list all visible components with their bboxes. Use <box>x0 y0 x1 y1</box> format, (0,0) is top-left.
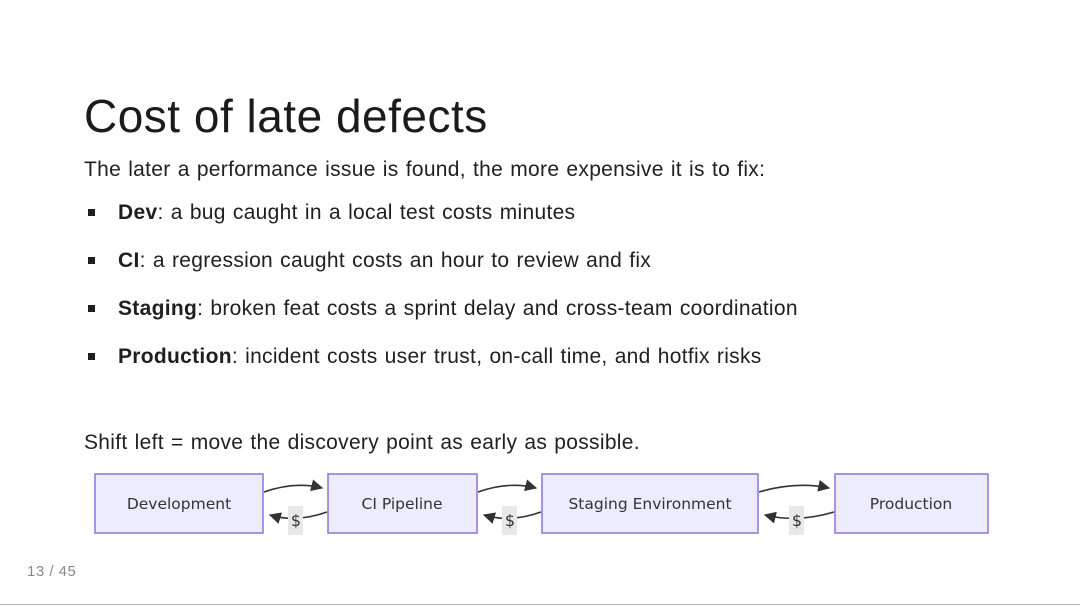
list-item: CI: a regression caught costs an hour to… <box>88 248 798 274</box>
bullet-term: Dev <box>118 201 158 224</box>
list-item: Staging: broken feat costs a sprint dela… <box>88 296 798 322</box>
forward-arrow-icon <box>263 479 324 493</box>
node-box <box>327 473 478 534</box>
list-item: Production: incident costs user trust, o… <box>88 344 798 370</box>
flow-edges-dev-ci: $ <box>263 479 328 535</box>
node-label: Staging Environment <box>568 495 731 513</box>
cost-edge-label: $ <box>505 511 515 530</box>
cost-edge-label: $ <box>291 511 301 530</box>
bullet-term: Staging <box>118 297 198 320</box>
forward-arrow-icon <box>477 479 538 493</box>
node-box <box>94 473 264 534</box>
node-label: Development <box>127 495 231 513</box>
bullet-square-icon <box>88 257 95 264</box>
flow-edges-ci-staging: $ <box>477 479 542 535</box>
bullet-term: Production <box>118 345 232 368</box>
summary-text: Shift left = move the discovery point as… <box>84 431 640 454</box>
node-box <box>541 473 759 534</box>
edge-label-bg <box>789 506 804 535</box>
bullet-text: : a regression caught costs an hour to r… <box>139 249 652 272</box>
node-label: CI Pipeline <box>362 495 443 513</box>
page-number: 13 / 45 <box>27 563 77 580</box>
page-title: Cost of late defects <box>84 89 488 142</box>
cost-edge-label: $ <box>792 511 802 530</box>
flow-edges-staging-prod: $ <box>758 479 835 535</box>
bullet-text: : broken feat costs a sprint delay and c… <box>197 297 798 320</box>
edge-label-bg <box>288 506 303 535</box>
flow-node-development: Development <box>94 473 264 534</box>
bullet-term: CI <box>118 249 140 272</box>
bullet-text: : a bug caught in a local test costs min… <box>157 201 576 224</box>
flow-node-staging-environment: Staging Environment <box>541 473 759 534</box>
edge-label-bg <box>502 506 517 535</box>
intro-text: The later a performance issue is found, … <box>84 158 766 181</box>
bullet-square-icon <box>88 353 95 360</box>
bullet-list: Dev: a bug caught in a local test costs … <box>88 200 798 392</box>
bullet-square-icon <box>88 209 95 216</box>
bottom-divider <box>0 604 1080 605</box>
bullet-square-icon <box>88 305 95 312</box>
node-box <box>834 473 989 534</box>
flow-node-ci-pipeline: CI Pipeline <box>327 473 478 534</box>
node-label: Production <box>870 495 952 513</box>
bullet-text: : incident costs user trust, on-call tim… <box>231 345 762 368</box>
flow-diagram: $ $ $ Development CI Pipeline Staging E <box>94 473 989 535</box>
forward-arrow-icon <box>758 479 831 493</box>
flow-node-production: Production <box>834 473 989 534</box>
list-item: Dev: a bug caught in a local test costs … <box>88 200 798 226</box>
